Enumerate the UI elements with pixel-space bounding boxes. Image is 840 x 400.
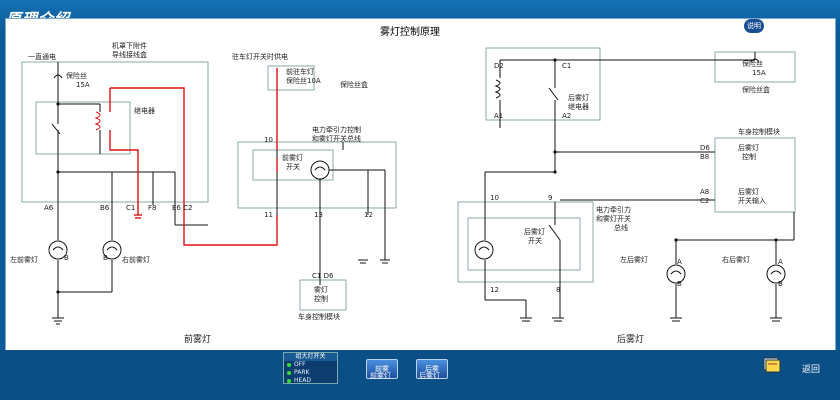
pin-r12: 12: [490, 286, 499, 294]
label-fuse15-1: 保险丝: [66, 72, 87, 80]
label-power-steer-1: 电力牵引力控制: [312, 126, 361, 134]
label-front-park-1: 前驻车灯: [286, 68, 314, 76]
pin-a6: A6: [44, 204, 54, 212]
legend-item-off[interactable]: OFF: [284, 361, 337, 369]
label-fog-2: 控制: [314, 295, 328, 303]
label-park-power: 驻车灯开关时供电: [232, 53, 288, 61]
pin-lamp-rr-b: B: [778, 280, 783, 288]
rear-fog-button[interactable]: 后雾: [416, 359, 448, 379]
label-power-steer2-2: 和雾灯开关: [596, 215, 631, 223]
pin-11: 11: [264, 211, 273, 219]
pin-a1: A1: [494, 112, 504, 120]
label-right-rear-fog: 右后雾灯: [722, 256, 750, 264]
label-rear-ctrl-1: 后雾灯: [738, 144, 759, 152]
pin-a8: A8: [700, 188, 710, 196]
label-fuse-box: 保险丝盒: [340, 81, 368, 89]
label-body-module: 车身控制模块: [298, 313, 340, 321]
pin-c1: C1: [126, 204, 136, 212]
label-fuse-box-1: 机罩下附件: [112, 42, 147, 50]
pin-a2: A2: [562, 112, 572, 120]
book-icon[interactable]: [762, 356, 782, 374]
label-front-switch-1: 前雾灯: [282, 154, 303, 162]
pin-c1d6: C1 D6: [312, 272, 334, 280]
pin-d2: D2: [494, 62, 504, 70]
label-rear-relay-2: 继电器: [568, 103, 589, 111]
pin-12: 12: [364, 211, 373, 219]
label-rear-ctrl-2: 控制: [742, 153, 756, 161]
label-fuse15-2: 15A: [76, 81, 90, 89]
status-dot-icon: [287, 379, 291, 383]
pin-lamp-rf-b: B: [103, 254, 108, 262]
label-rear-in-2: 开关输入: [738, 197, 766, 205]
pin-lamp-lr-b: B: [677, 280, 682, 288]
pin-13: 13: [314, 211, 323, 219]
exit-button[interactable]: 返回: [802, 365, 821, 375]
label-bcm-right: 车身控制模块: [738, 128, 780, 136]
pin-b8: B8: [700, 153, 710, 161]
pin-c2: C2: [700, 197, 710, 205]
rear-fog-button-caption: 后雾灯: [419, 372, 440, 380]
label-rear-switch-1: 后雾灯: [524, 228, 545, 236]
pin-b6: B6: [100, 204, 110, 212]
label-rear-relay-1: 后雾灯: [568, 94, 589, 102]
label-rear-fuse-2: 15A: [752, 69, 766, 77]
front-fog-caption: 前雾灯: [184, 335, 212, 345]
pin-r9: 9: [548, 194, 553, 202]
label-left-front-fog: 左前雾灯: [10, 256, 38, 264]
label-rear-switch-2: 开关: [528, 237, 542, 245]
info-button[interactable]: 说明: [744, 19, 764, 33]
label-relay: 继电器: [134, 107, 155, 115]
legend-item-park[interactable]: PARK: [284, 369, 337, 377]
diagram-title: 雾灯控制原理: [380, 27, 440, 38]
pin-d6: D6: [700, 144, 710, 152]
label-rear-fuse-1: 保险丝: [742, 60, 763, 68]
label-power-steer2-3: 总线: [614, 224, 628, 232]
status-dot-icon: [287, 371, 291, 375]
pin-lamp-lr-a: A: [677, 258, 682, 266]
label-left-rear-fog: 左后雾灯: [620, 256, 648, 264]
legend-item-head[interactable]: HEAD: [284, 377, 337, 385]
pin-lamp-rr-a: A: [778, 258, 783, 266]
pin-f8: F8: [148, 204, 157, 212]
rear-fog-caption: 后雾灯: [617, 335, 645, 345]
label-rear-fuse-box: 保险丝盒: [742, 86, 770, 94]
front-fog-button[interactable]: 前雾: [366, 359, 398, 379]
label-front-switch-2: 开关: [286, 163, 300, 171]
pin-lamp-lf-b: B: [64, 254, 69, 262]
pin-10: 10: [264, 136, 273, 144]
label-fuse-box-2: 导线接线盒: [112, 51, 147, 59]
label-fog-1: 雾灯: [314, 286, 328, 294]
pin-c1-right: C1: [562, 62, 572, 70]
status-dot-icon: [287, 363, 291, 367]
label-power-steer2-1: 电力牵引力: [596, 206, 631, 214]
headlight-switch-legend: 组大灯开关 OFF PARK HEAD: [283, 352, 338, 384]
label-front-park-2: 保险丝10A: [286, 77, 321, 85]
label-power-steer-2: 和雾灯开关总线: [312, 135, 361, 143]
label-rear-in-1: 后雾灯: [738, 188, 759, 196]
pin-e6c2: E6 C2: [172, 204, 193, 212]
pin-r10: 10: [490, 194, 499, 202]
label-always-on: 一直通电: [28, 53, 56, 61]
label-right-front-fog: 右前雾灯: [122, 256, 150, 264]
diagram-panel: [5, 18, 836, 352]
legend-header: 组大灯开关: [284, 353, 337, 361]
front-fog-button-caption: 前雾灯: [370, 372, 391, 380]
pin-r8: 8: [556, 286, 561, 294]
